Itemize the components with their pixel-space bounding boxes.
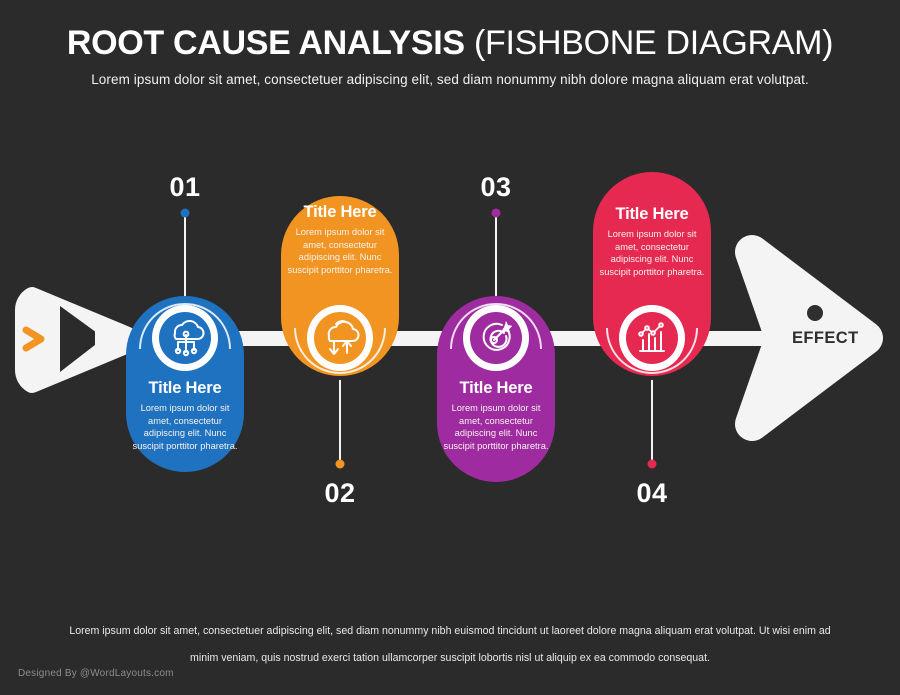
fish-eye-icon — [807, 305, 823, 321]
bone-content-03: Title Here Lorem ipsum dolor sit amet, c… — [437, 379, 555, 452]
page-subtitle: Lorem ipsum dolor sit amet, consectetuer… — [91, 72, 809, 87]
bone-title-03: Title Here — [459, 379, 533, 397]
fish-head-effect[interactable] — [735, 235, 883, 441]
bone-title-02: Title Here — [303, 203, 377, 221]
bone-body-01: Lorem ipsum dolor sit amet, consectetur … — [132, 403, 238, 451]
bone-title-04: Title Here — [615, 205, 689, 223]
icon-badge-01[interactable] — [152, 305, 218, 371]
page-title: ROOT CAUSE ANALYSIS (FISHBONE DIAGRAM) — [0, 22, 900, 64]
target-arrow-icon — [482, 321, 512, 351]
bone-content-04: Title Here Lorem ipsum dolor sit amet, c… — [593, 205, 711, 278]
bone-number-01: 01 — [169, 172, 201, 202]
bone-title-01: Title Here — [148, 379, 222, 397]
cloud-circuit-icon — [173, 320, 205, 357]
bar-chart-icon — [638, 322, 665, 352]
page-title-light: (FISHBONE DIAGRAM) — [473, 24, 834, 62]
footer-line-2: minim veniam, quis nostrud exerci tation… — [190, 652, 710, 664]
connector-03 — [491, 208, 501, 300]
connector-02 — [335, 380, 345, 469]
tail-chevron-icon — [22, 326, 45, 352]
bone-content-01: Title Here Lorem ipsum dolor sit amet, c… — [126, 379, 244, 452]
bone-number-02: 02 — [324, 478, 356, 508]
icon-badge-04[interactable] — [619, 305, 685, 371]
designer-credit: Designed By @WordLayouts.com — [18, 668, 174, 679]
connector-01 — [180, 208, 190, 300]
connector-04 — [647, 380, 657, 469]
bone-number-04: 04 — [636, 478, 668, 508]
bone-content-02: Title Here Lorem ipsum dolor sit amet, c… — [281, 203, 399, 276]
footer-line-1: Lorem ipsum dolor sit amet, consectetuer… — [69, 625, 831, 637]
icon-badge-03[interactable] — [463, 305, 529, 371]
bone-body-04: Lorem ipsum dolor sit amet, consectetur … — [599, 229, 705, 277]
effect-label: EFFECT — [792, 329, 859, 347]
bone-number-03: 03 — [480, 172, 512, 202]
header: ROOT CAUSE ANALYSIS (FISHBONE DIAGRAM) L… — [0, 22, 900, 87]
icon-badge-02[interactable] — [307, 305, 373, 371]
footer: Lorem ipsum dolor sit amet, consectetuer… — [0, 624, 900, 678]
fish-tail — [15, 287, 137, 393]
bone-body-02: Lorem ipsum dolor sit amet, consectetur … — [287, 227, 393, 275]
bone-body-03: Lorem ipsum dolor sit amet, consectetur … — [443, 403, 549, 451]
page-title-bold: ROOT CAUSE ANALYSIS — [66, 24, 465, 62]
cloud-sync-icon — [327, 320, 360, 355]
